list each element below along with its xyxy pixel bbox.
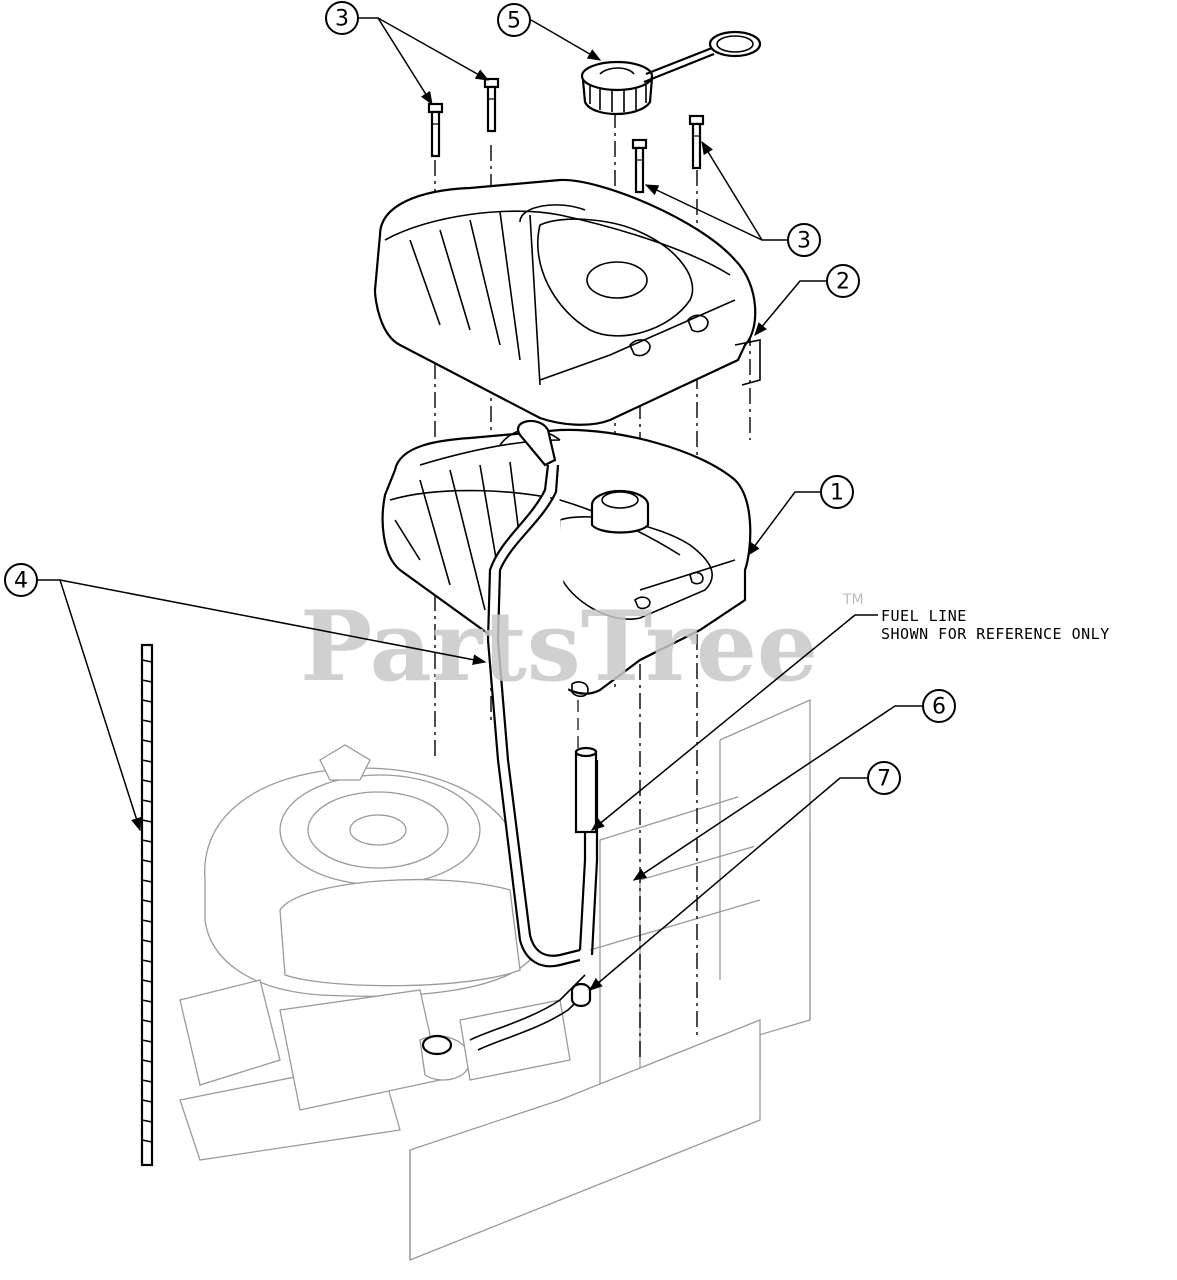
fuel-line-note: FUEL LINE SHOWN FOR REFERENCE ONLY <box>881 607 1110 643</box>
callout-6[interactable]: 6 <box>922 689 956 723</box>
callout-7[interactable]: 7 <box>867 761 901 795</box>
fuel-hose-loose[interactable] <box>140 643 154 1167</box>
callout-4[interactable]: 4 <box>4 563 38 597</box>
fuel-cap[interactable] <box>580 30 762 116</box>
callout-2[interactable]: 2 <box>826 264 860 298</box>
hose-clamp[interactable] <box>570 982 592 1008</box>
leader-lines <box>38 17 922 991</box>
fuel-line-note-line1: FUEL LINE <box>881 607 967 625</box>
callout-3-top-label: 3 <box>335 7 349 32</box>
callout-3-right[interactable]: 3 <box>787 223 821 257</box>
callout-6-label: 6 <box>932 695 946 720</box>
callout-5[interactable]: 5 <box>497 3 531 37</box>
watermark-text: PartsTree <box>300 590 818 703</box>
tank-cover[interactable] <box>373 178 761 426</box>
screw-3-left[interactable] <box>427 102 444 158</box>
callout-5-label: 5 <box>507 9 521 34</box>
screw-3-right-a[interactable] <box>631 138 648 194</box>
fuel-line-section[interactable] <box>574 746 598 834</box>
watermark-tm: TM <box>842 592 864 608</box>
callout-3-right-label: 3 <box>797 229 811 254</box>
fuel-tank[interactable] <box>381 428 752 698</box>
fuel-line-note-line2: SHOWN FOR REFERENCE ONLY <box>881 625 1110 643</box>
callout-4-label: 4 <box>14 569 28 594</box>
callout-1-label: 1 <box>830 481 844 506</box>
fuel-line-routed[interactable] <box>421 419 599 1056</box>
callout-2-label: 2 <box>836 270 850 295</box>
callout-7-label: 7 <box>877 767 891 792</box>
callout-1[interactable]: 1 <box>820 475 854 509</box>
screw-3-mid[interactable] <box>483 77 500 133</box>
screw-3-right-b[interactable] <box>688 114 705 170</box>
watermark: PartsTree TM <box>300 590 864 703</box>
callout-3-top[interactable]: 3 <box>325 1 359 35</box>
